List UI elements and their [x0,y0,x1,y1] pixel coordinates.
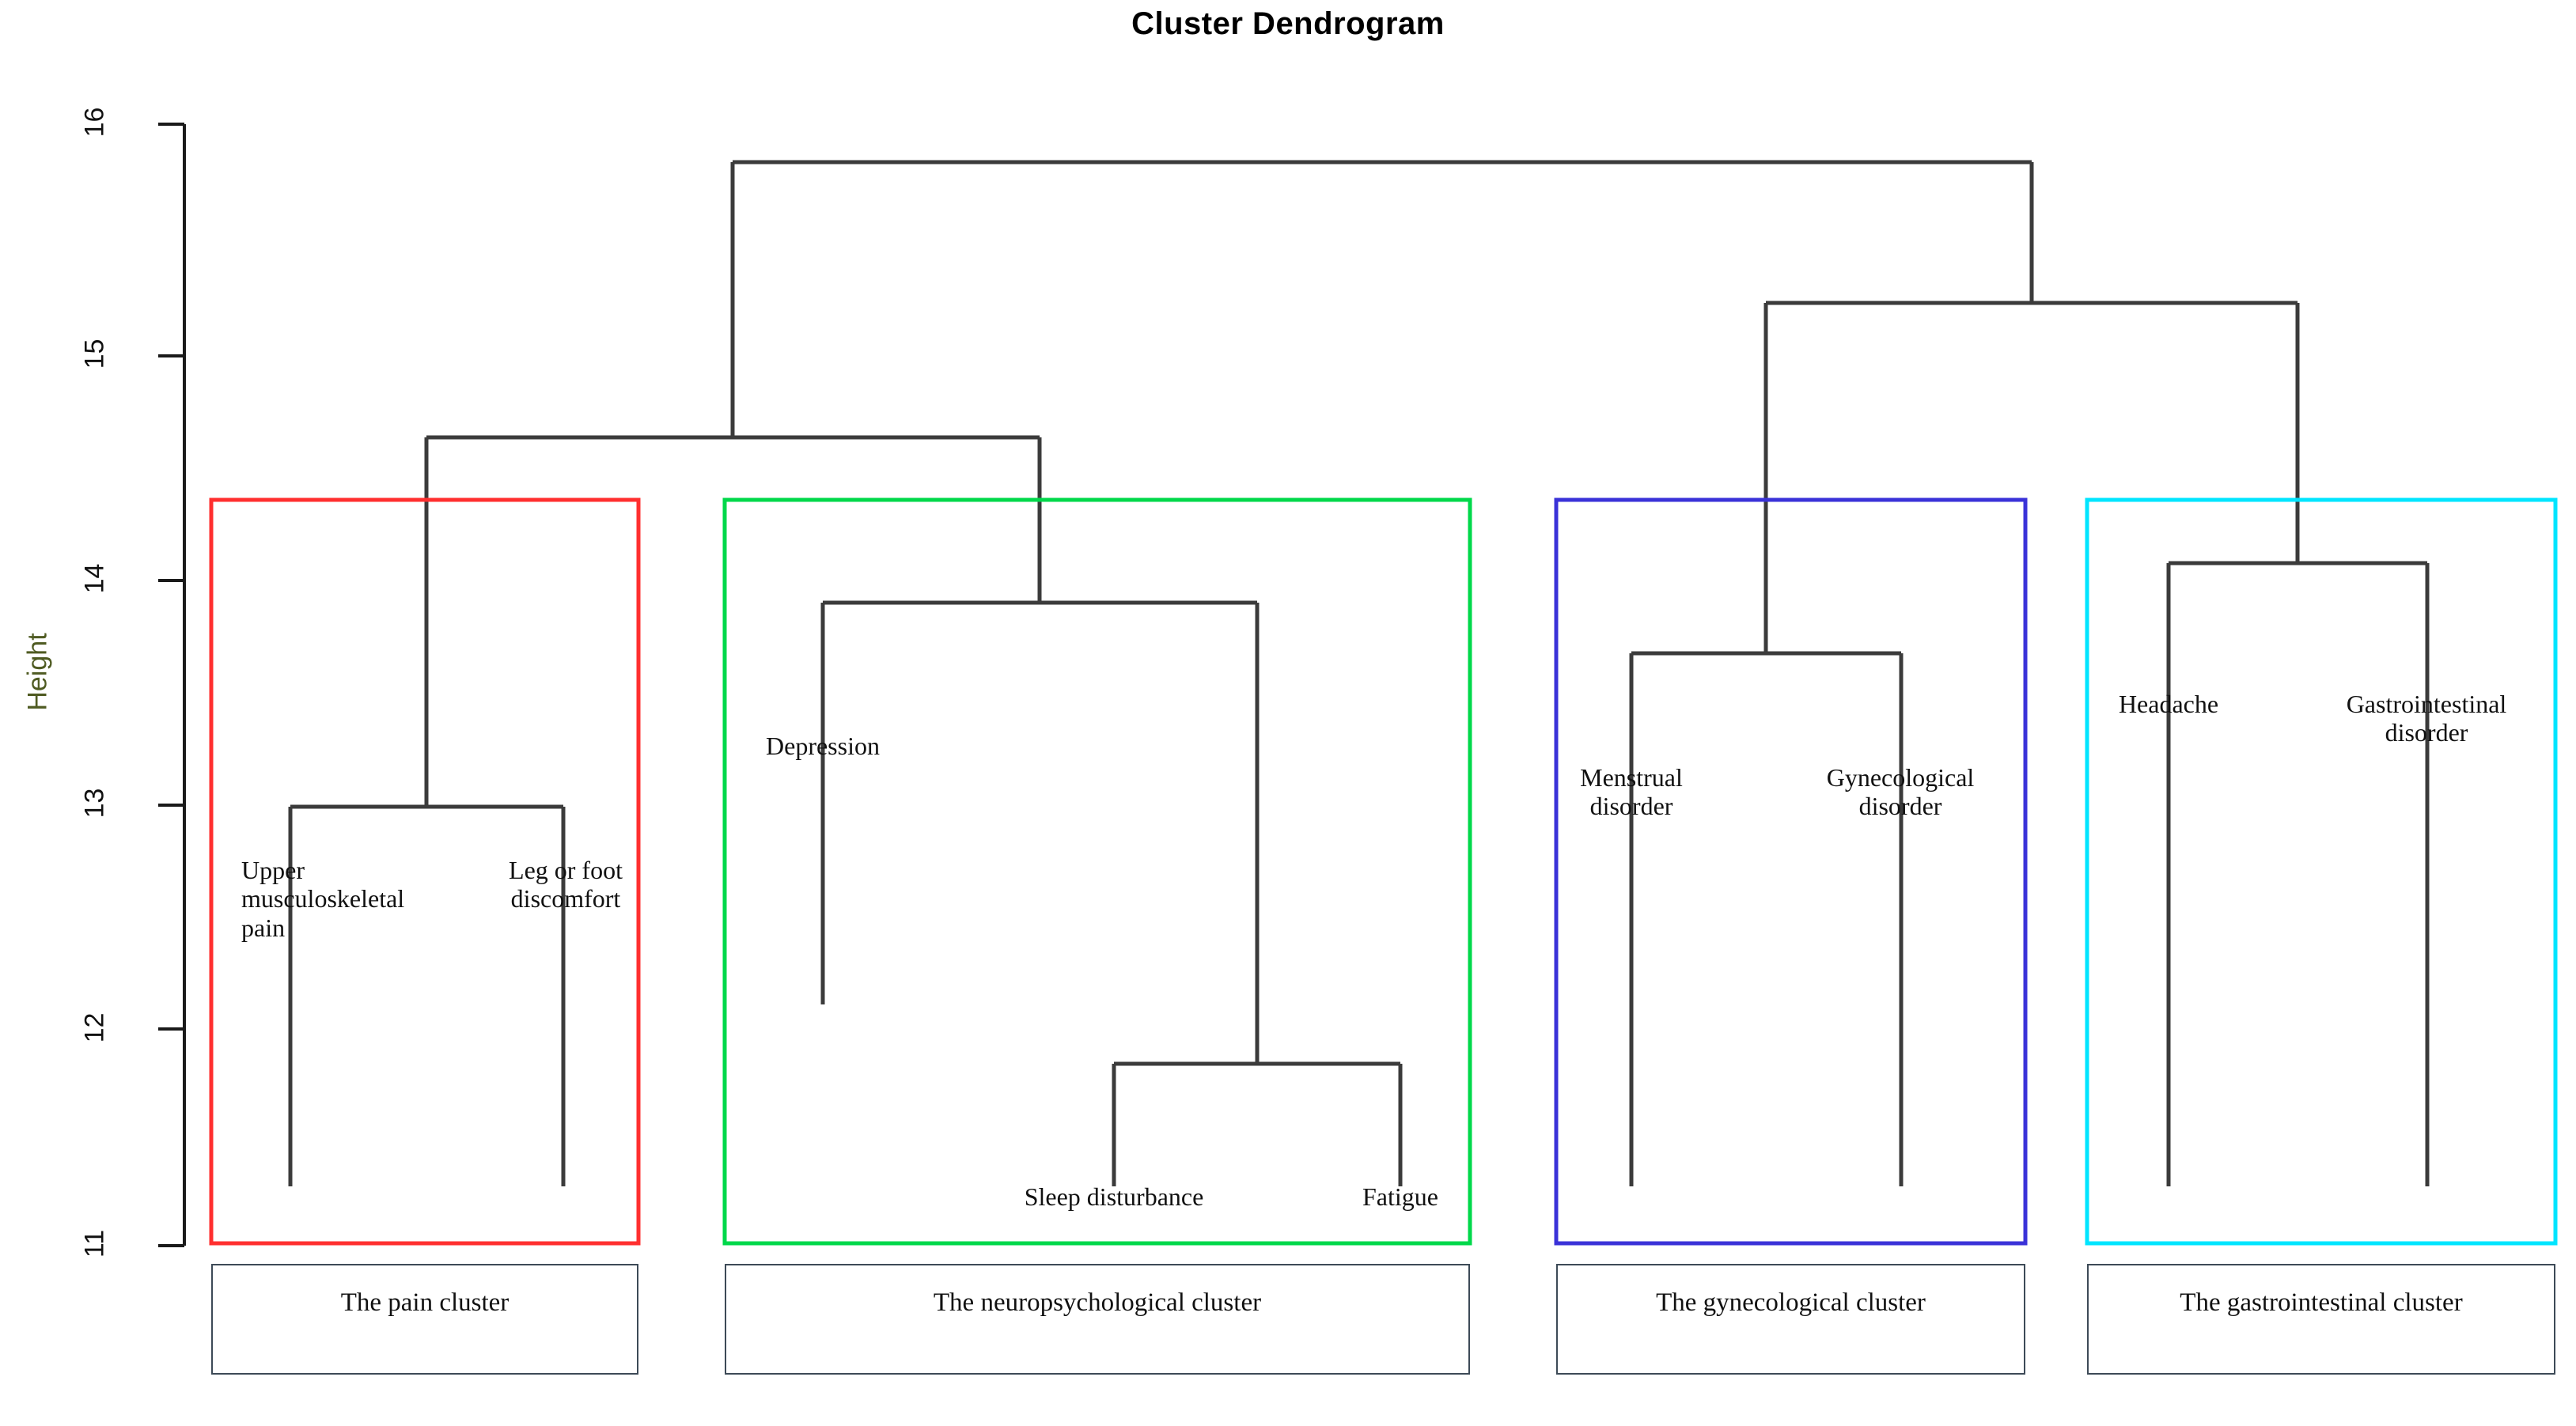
leaf-label-fatigue: Fatigue [1362,1182,1438,1211]
cluster-rect-pain [209,497,641,1246]
cluster-rect-gastrointestinal [2085,497,2558,1246]
cluster-box-pain-label: The pain cluster [340,1288,510,1317]
cluster-rect-neuropsychological [722,497,1472,1246]
leaf-label-leg-or-foot-discomfort: Leg or foot discomfort [509,856,623,913]
cluster-rect-gynecological [1554,497,2028,1246]
leaf-label-gastrointestinal-disorder: Gastrointestinal disorder [2346,690,2507,747]
leaf-label-depression: Depression [766,732,880,760]
cluster-box-pain: The pain cluster [211,1264,638,1375]
page-title: Cluster Dendrogram [1131,6,1445,41]
cluster-rectangles [209,497,2558,1246]
cluster-box-gynecological: The gynecological cluster [1556,1264,2025,1375]
leaf-label-sleep-disturbance: Sleep disturbance [1024,1182,1204,1211]
cluster-box-gastrointestinal-label: The gastrointestinal cluster [2180,1288,2463,1317]
cluster-box-gynecological-label: The gynecological cluster [1656,1288,1926,1317]
cluster-box-gastrointestinal: The gastrointestinal cluster [2087,1264,2555,1375]
leaf-label-menstrual-disorder: Menstrual disorder [1580,763,1683,821]
leaf-label-upper-musculoskeletal-pain: Upper musculoskeletal pain [241,856,405,942]
cluster-box-neuropsychological-label: The neuropsychological cluster [933,1288,1262,1317]
leaf-label-gynecological-disorder: Gynecological disorder [1826,763,1975,821]
dendrogram-branches [288,160,2430,1186]
leaf-label-headache: Headache [2118,690,2219,718]
y-axis [158,123,186,1247]
cluster-box-neuropsychological: The neuropsychological cluster [725,1264,1470,1375]
